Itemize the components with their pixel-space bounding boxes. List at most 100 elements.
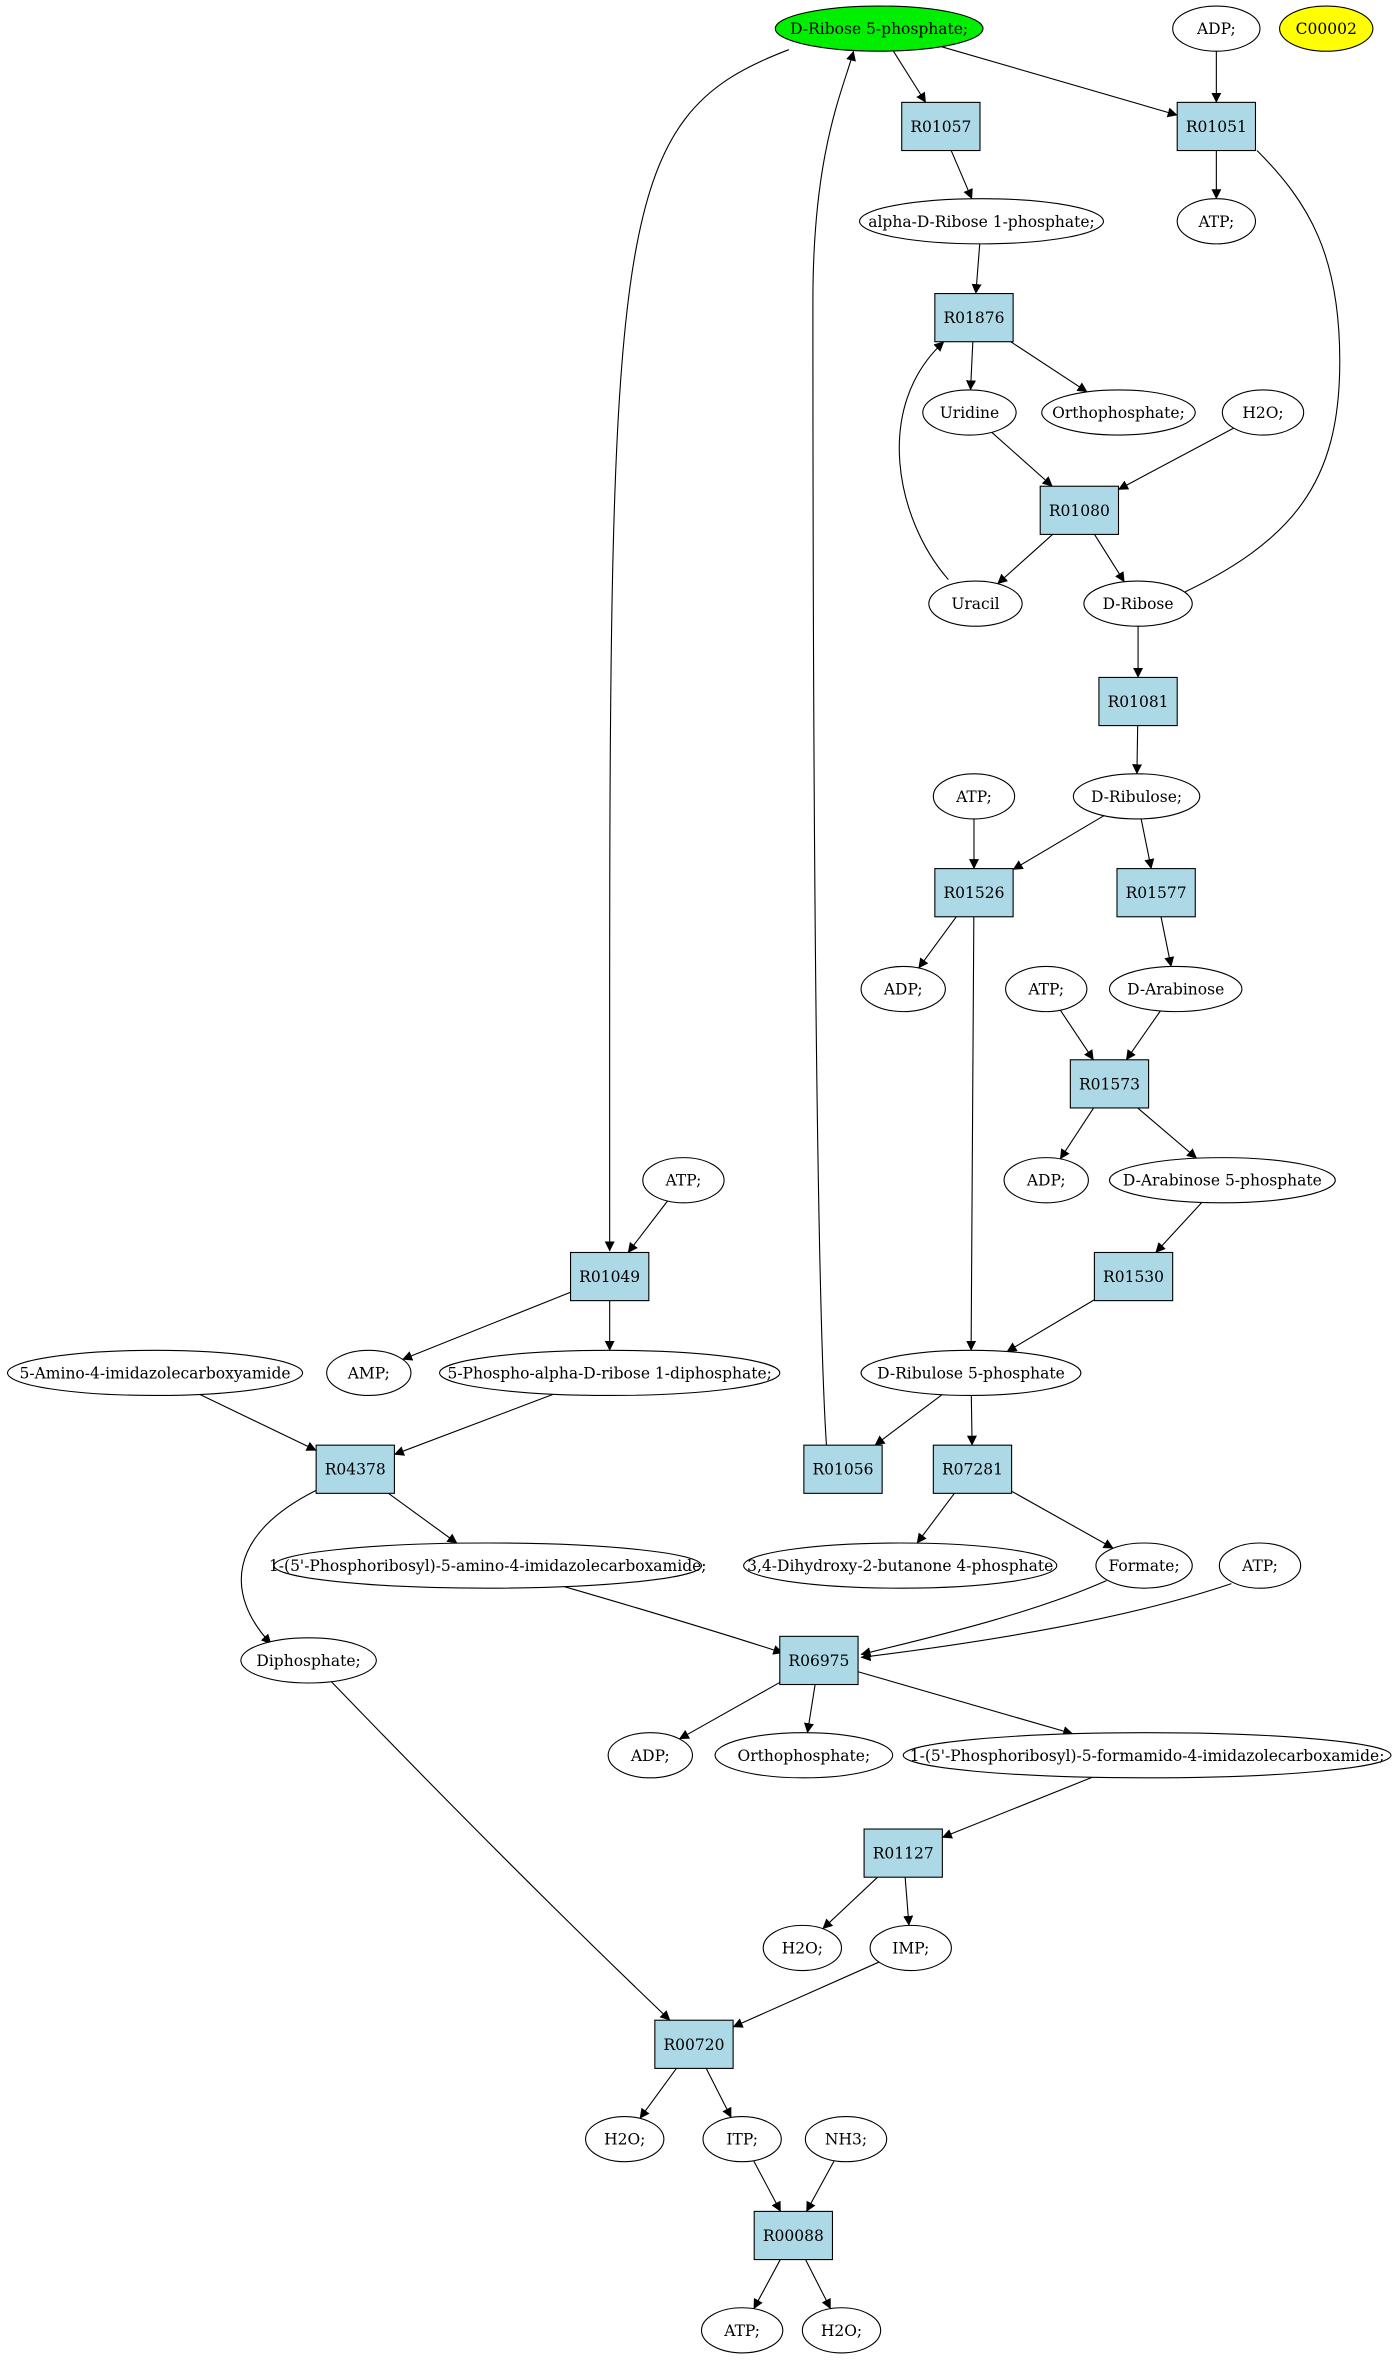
compound-node-prpp[interactable]: 5-Phospho-alpha-D-ribose 1-diphosphate; <box>439 1349 781 1397</box>
reaction-node-r01081[interactable]: R01081 <box>1098 676 1178 727</box>
compound-node-h2o_a[interactable]: H2O; <box>1221 389 1305 436</box>
compound-node-adp_r06975[interactable]: ADP; <box>607 1732 694 1779</box>
reaction-box <box>934 292 1014 343</box>
compound-node-aicar[interactable]: 1-(5'-Phosphoribosyl)-5-amino-4-imidazol… <box>269 1542 707 1589</box>
edge-prpp-to-r04378 <box>393 1393 554 1456</box>
compound-node-atp_r01051[interactable]: ATP; <box>1176 198 1257 245</box>
edge-r01526-to-adp_r01526 <box>918 916 957 969</box>
edge-atp_r01049-to-r01049 <box>627 1200 668 1253</box>
compound-node-h2o_c[interactable]: H2O; <box>585 2116 665 2163</box>
compound-node-atp_r06975[interactable]: ATP; <box>1218 1542 1302 1589</box>
compound-node-faicar[interactable]: 1-(5'-Phosphoribosyl)-5-formamido-4-imid… <box>902 1732 1392 1779</box>
compound-ellipse <box>642 1157 725 1204</box>
compound-node-adp_r01526[interactable]: ADP; <box>860 965 946 1013</box>
reaction-node-r01577[interactable]: R01577 <box>1116 868 1196 918</box>
reaction-node-r00720[interactable]: R00720 <box>654 2019 734 2069</box>
compound-node-atp_r01573[interactable]: ATP; <box>1005 965 1088 1013</box>
compound-node-dhbp[interactable]: 3,4-Dihydroxy-2-butanone 4-phosphate <box>743 1542 1058 1589</box>
node-label: NH3; <box>825 2131 867 2149</box>
edge-r07281-to-formate <box>1011 1490 1114 1549</box>
compound-node-adp_top[interactable]: ADP; <box>1172 5 1261 52</box>
node-label: R01526 <box>943 884 1004 902</box>
node-label: ATP; <box>1027 981 1064 999</box>
reaction-node-r07281[interactable]: R07281 <box>932 1444 1013 1494</box>
compound-node-adr1p[interactable]: alpha-D-Ribose 1-phosphate; <box>859 198 1104 245</box>
reaction-node-r01049[interactable]: R01049 <box>569 1251 650 1302</box>
compound-node-orthop_a[interactable]: Orthophosphate; <box>1041 389 1196 436</box>
compound-node-amp[interactable]: AMP; <box>326 1349 412 1397</box>
compound-ellipse <box>1221 389 1305 436</box>
edge-r00088-to-atp_r00088 <box>753 2259 781 2310</box>
reaction-node-r01526[interactable]: R01526 <box>934 868 1014 918</box>
compound-node-nh3[interactable]: NH3; <box>804 2116 888 2163</box>
reaction-box <box>654 2019 734 2069</box>
node-label: R01530 <box>1103 1268 1164 1286</box>
compound-node-atp_r00088[interactable]: ATP; <box>700 2307 784 2354</box>
compound-node-uracil[interactable]: Uracil <box>928 580 1023 627</box>
edge-r04378-to-aicar <box>388 1492 458 1544</box>
reaction-node-r06975[interactable]: R06975 <box>779 1635 859 1686</box>
reaction-node-r00088[interactable]: R00088 <box>753 2210 834 2261</box>
compound-node-orthop_b[interactable]: Orthophosphate; <box>714 1732 894 1779</box>
reaction-node-r01080[interactable]: R01080 <box>1039 485 1120 535</box>
compound-node-dru5p[interactable]: D-Ribulose 5-phosphate <box>860 1349 1082 1397</box>
node-label: R06975 <box>788 1652 849 1670</box>
compound-node-darab[interactable]: D-Arabinose <box>1108 965 1243 1013</box>
reaction-box <box>1093 1251 1174 1302</box>
compound-ellipse <box>1083 580 1193 627</box>
edge-atp_r06975-to-r06975 <box>860 1583 1232 1662</box>
compound-ellipse <box>1172 5 1261 52</box>
node-label: R01051 <box>1186 118 1247 136</box>
compound-node-adp_r01573[interactable]: ADP; <box>1003 1157 1089 1204</box>
edge-dru5p-to-r07281 <box>966 1395 977 1446</box>
edge-r01049-to-amp <box>402 1291 571 1361</box>
compound-ellipse <box>1072 773 1201 820</box>
compound-ellipse <box>1108 1157 1336 1204</box>
compound-node-h2o_b[interactable]: H2O; <box>762 1924 843 1972</box>
compound-ellipse <box>932 773 1016 820</box>
reaction-node-r01876[interactable]: R01876 <box>934 292 1014 343</box>
edge-uracil-to-r01876 <box>898 341 949 580</box>
reaction-box <box>753 2210 834 2261</box>
compound-ellipse <box>762 1924 843 1972</box>
node-label: ATP; <box>955 788 992 806</box>
reaction-node-r01127[interactable]: R01127 <box>863 1828 943 1878</box>
edge-dr5p-to-r01057 <box>892 50 927 103</box>
compound-node-itp[interactable]: ITP; <box>702 2116 782 2163</box>
compound-ellipse <box>1041 389 1196 436</box>
reaction-node-r01056[interactable]: R01056 <box>803 1444 883 1494</box>
reaction-node-r01051[interactable]: R01051 <box>1176 101 1257 152</box>
edge-darab5p-to-r01530 <box>1155 1202 1203 1253</box>
compound-node-darab5p[interactable]: D-Arabinose 5-phosphate <box>1108 1157 1336 1204</box>
compound-node-atp_r01526[interactable]: ATP; <box>932 773 1016 820</box>
edge-dr5p-to-r01049 <box>604 49 790 1252</box>
edge-r06975-to-faicar <box>857 1671 1074 1736</box>
reaction-node-r04378[interactable]: R04378 <box>315 1444 395 1494</box>
reaction-node-r01530[interactable]: R01530 <box>1093 1251 1174 1302</box>
compound-node-imp[interactable]: IMP; <box>869 1924 952 1972</box>
reaction-node-r01057[interactable]: R01057 <box>901 101 981 152</box>
reaction-box <box>901 101 981 152</box>
compound-ellipse <box>700 2307 784 2354</box>
compound-ellipse <box>860 1349 1082 1397</box>
edge-darab-to-r01573 <box>1125 1010 1161 1061</box>
compound-node-dribulose[interactable]: D-Ribulose; <box>1072 773 1201 820</box>
compound-node-atp_r01049[interactable]: ATP; <box>642 1157 725 1204</box>
compound-node-formate[interactable]: Formate; <box>1095 1542 1193 1589</box>
compound-node-dr5p[interactable]: D-Ribose 5-phosphate; <box>774 5 984 52</box>
compound-node-h2o_d[interactable]: H2O; <box>801 2307 882 2354</box>
edge-r01573-to-darab5p <box>1137 1107 1197 1159</box>
compound-ellipse <box>928 580 1023 627</box>
compound-node-dribose[interactable]: D-Ribose <box>1083 580 1193 627</box>
edge-aica-to-r04378 <box>199 1393 317 1451</box>
node-label: alpha-D-Ribose 1-phosphate; <box>868 213 1095 231</box>
edge-r04378-to-ppi <box>240 1489 317 1645</box>
compound-node-c00002[interactable]: C00002 <box>1279 5 1374 52</box>
reaction-node-r01573[interactable]: R01573 <box>1069 1059 1150 1109</box>
compound-ellipse <box>439 1349 781 1397</box>
compound-node-ppi[interactable]: Diphosphate; <box>240 1637 377 1684</box>
compound-node-uridine[interactable]: Uridine <box>922 389 1017 436</box>
compound-node-aica[interactable]: 5-Amino-4-imidazolecarboxyamide <box>6 1349 304 1397</box>
compound-ellipse <box>1279 5 1374 52</box>
